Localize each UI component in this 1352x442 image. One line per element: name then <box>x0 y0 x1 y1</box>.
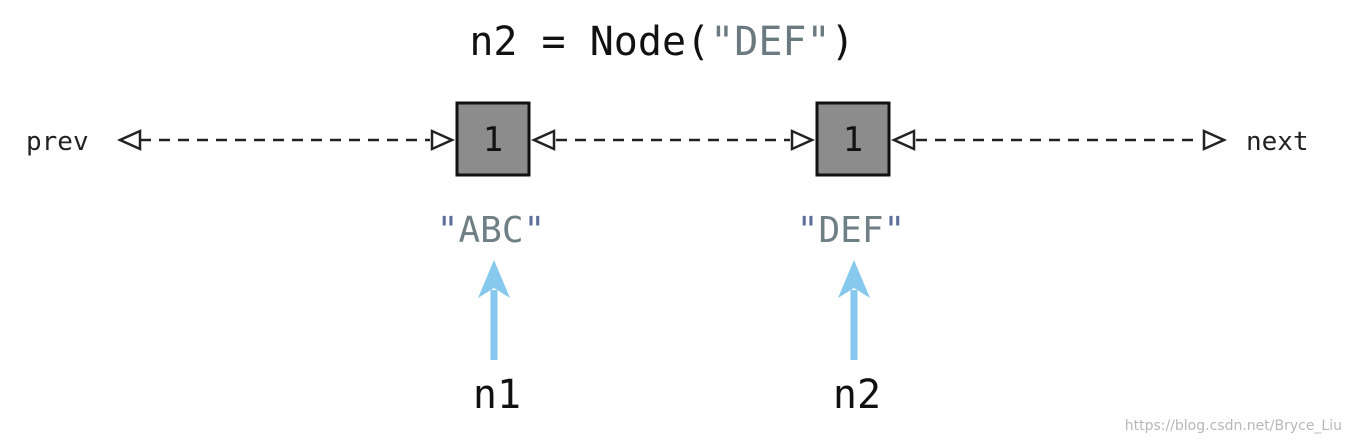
title-arg: DEF <box>734 19 806 65</box>
node-1-string-text: ABC <box>458 210 523 251</box>
next-label: next <box>1246 127 1309 157</box>
node-2-value: 1 <box>843 120 863 160</box>
diagram-title: n2 = Node("DEF") <box>469 19 854 65</box>
title-suffix: ) <box>831 19 855 65</box>
title-quote-open: " <box>710 19 734 65</box>
node-2-string-quote-open: " <box>797 210 819 251</box>
node2-back-arrowhead-icon <box>890 129 916 151</box>
watermark-text: https://blog.csdn.net/Bryce_Liu <box>1125 418 1342 434</box>
node1-back-arrowhead-icon <box>530 129 556 151</box>
prev-label: prev <box>26 127 89 157</box>
prev-arrowhead-icon <box>116 129 142 151</box>
title-quote-close: " <box>806 19 830 65</box>
variable-n1-label: n1 <box>473 372 521 418</box>
next-arrowhead-icon <box>1202 129 1228 151</box>
node2-in-arrowhead-icon <box>790 129 816 151</box>
variable-n2-label: n2 <box>833 372 881 418</box>
node-1-box <box>455 101 531 177</box>
title-prefix: n2 = Node( <box>469 19 710 65</box>
node-2-string-quote-close: " <box>884 210 906 251</box>
node-2-box <box>815 101 891 177</box>
n2-pointer-arrow-icon <box>838 260 870 298</box>
node-1-string-quote-open: " <box>437 210 459 251</box>
node1-in-arrowhead-icon <box>430 129 456 151</box>
node-2-string: "DEF" <box>797 210 905 251</box>
node-1-string-quote-close: " <box>524 210 546 251</box>
n1-pointer-arrow-icon <box>478 260 510 298</box>
node-2-string-text: DEF <box>818 210 883 251</box>
node-1-string: "ABC" <box>437 210 545 251</box>
node-1-value: 1 <box>483 120 503 160</box>
